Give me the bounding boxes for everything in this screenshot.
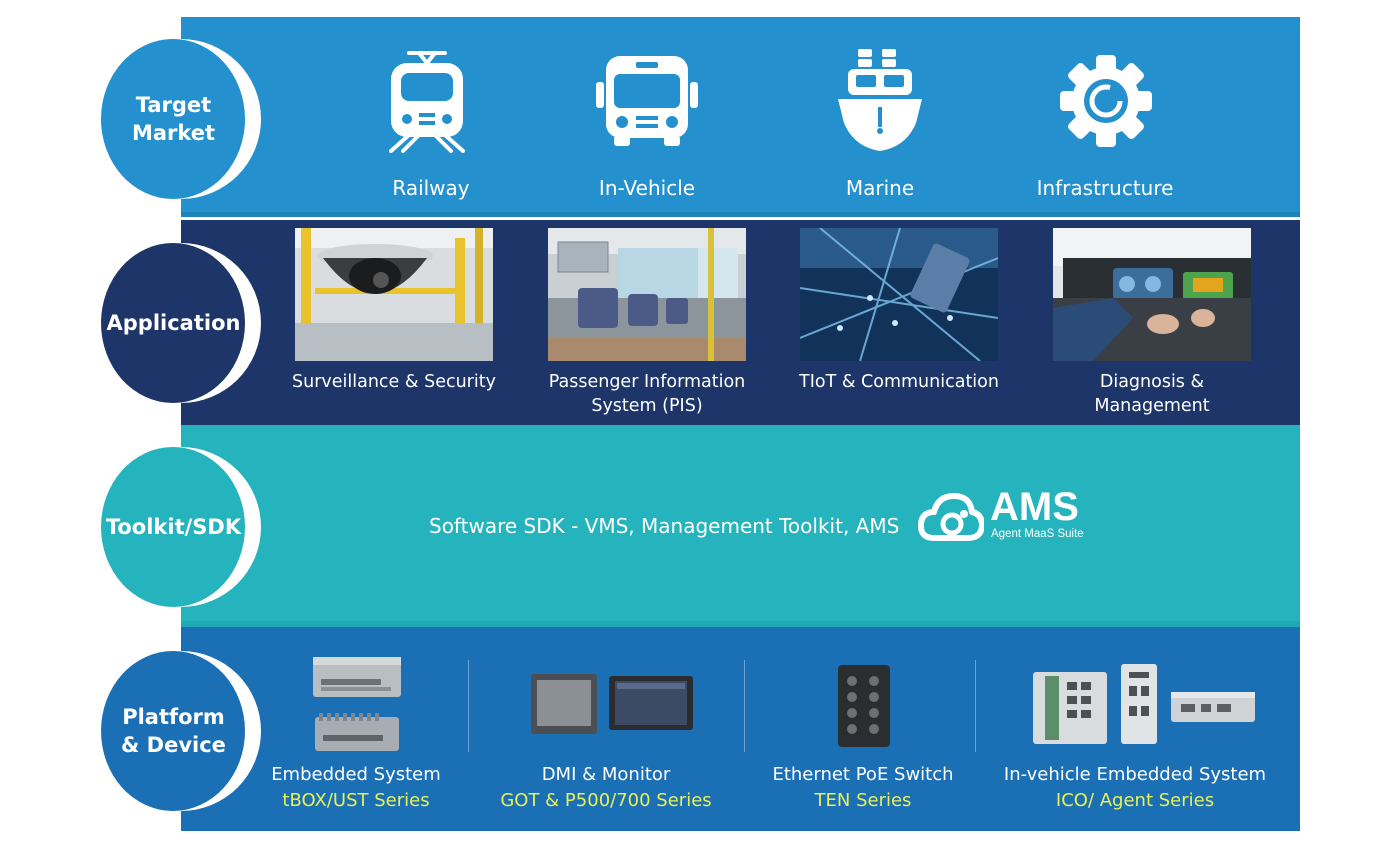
target-infrastructure: Infrastructure bbox=[1036, 176, 1174, 200]
app-diagnosis-management: Diagnosis & Management bbox=[1094, 372, 1210, 416]
ship-icon bbox=[838, 49, 922, 151]
toolkit-label: Toolkit/SDK bbox=[105, 515, 242, 539]
target-market-circle bbox=[101, 39, 245, 199]
ethernet-switch-image bbox=[838, 665, 890, 747]
platform-separator bbox=[975, 660, 976, 752]
toolkit-band bbox=[181, 425, 1300, 621]
target-in-vehicle: In-Vehicle bbox=[598, 176, 696, 200]
platform-label: Platform & Device bbox=[121, 705, 226, 757]
platform-separator bbox=[744, 660, 745, 752]
app-passenger-information: Passenger Information System (PIS) bbox=[548, 372, 746, 416]
target-market-label: Target Market bbox=[131, 93, 216, 145]
platform-ethernet-poe-switch: Ethernet PoE Switch bbox=[772, 764, 954, 785]
gear-icon bbox=[1060, 55, 1152, 147]
app-surveillance-security: Surveillance & Security bbox=[292, 372, 496, 392]
tiot-communication-image bbox=[800, 228, 998, 361]
sdk-description: Software SDK - VMS, Management Toolkit, … bbox=[429, 514, 900, 538]
in-vehicle-embedded-image bbox=[1033, 664, 1255, 744]
ams-cloud-icon bbox=[918, 493, 984, 541]
diagnosis-management-image bbox=[1053, 228, 1251, 361]
train-icon bbox=[389, 51, 465, 153]
toolkit-circle bbox=[101, 447, 245, 607]
application-label: Application bbox=[106, 311, 241, 335]
platform-in-vehicle-embedded-series: ICO/ Agent Series bbox=[1055, 790, 1215, 811]
ams-logo-subtitle: Agent MaaS Suite bbox=[991, 528, 1084, 540]
target-marine: Marine bbox=[845, 176, 915, 200]
platform-dmi-monitor-series: GOT & P500/700 Series bbox=[500, 790, 712, 811]
platform-separator bbox=[468, 660, 469, 752]
platform-ethernet-poe-switch-series: TEN Series bbox=[814, 790, 912, 811]
platform-dmi-monitor: DMI & Monitor bbox=[541, 764, 671, 785]
embedded-system-image bbox=[313, 657, 401, 751]
platform-in-vehicle-embedded: In-vehicle Embedded System bbox=[1003, 764, 1267, 785]
bus-icon bbox=[596, 56, 698, 146]
platform-embedded-system-series: tBOX/UST Series bbox=[282, 790, 430, 811]
surveillance-camera-image bbox=[295, 228, 493, 361]
target-railway: Railway bbox=[392, 176, 470, 200]
platform-circle bbox=[101, 651, 245, 811]
passenger-information-image bbox=[548, 228, 746, 361]
dmi-monitor-image bbox=[531, 674, 693, 734]
application-circle bbox=[101, 243, 245, 403]
platform-embedded-system: Embedded System bbox=[271, 764, 441, 785]
ams-logo-title: AMS bbox=[990, 485, 1079, 529]
app-tiot-communication: TIoT & Communication bbox=[799, 372, 999, 392]
